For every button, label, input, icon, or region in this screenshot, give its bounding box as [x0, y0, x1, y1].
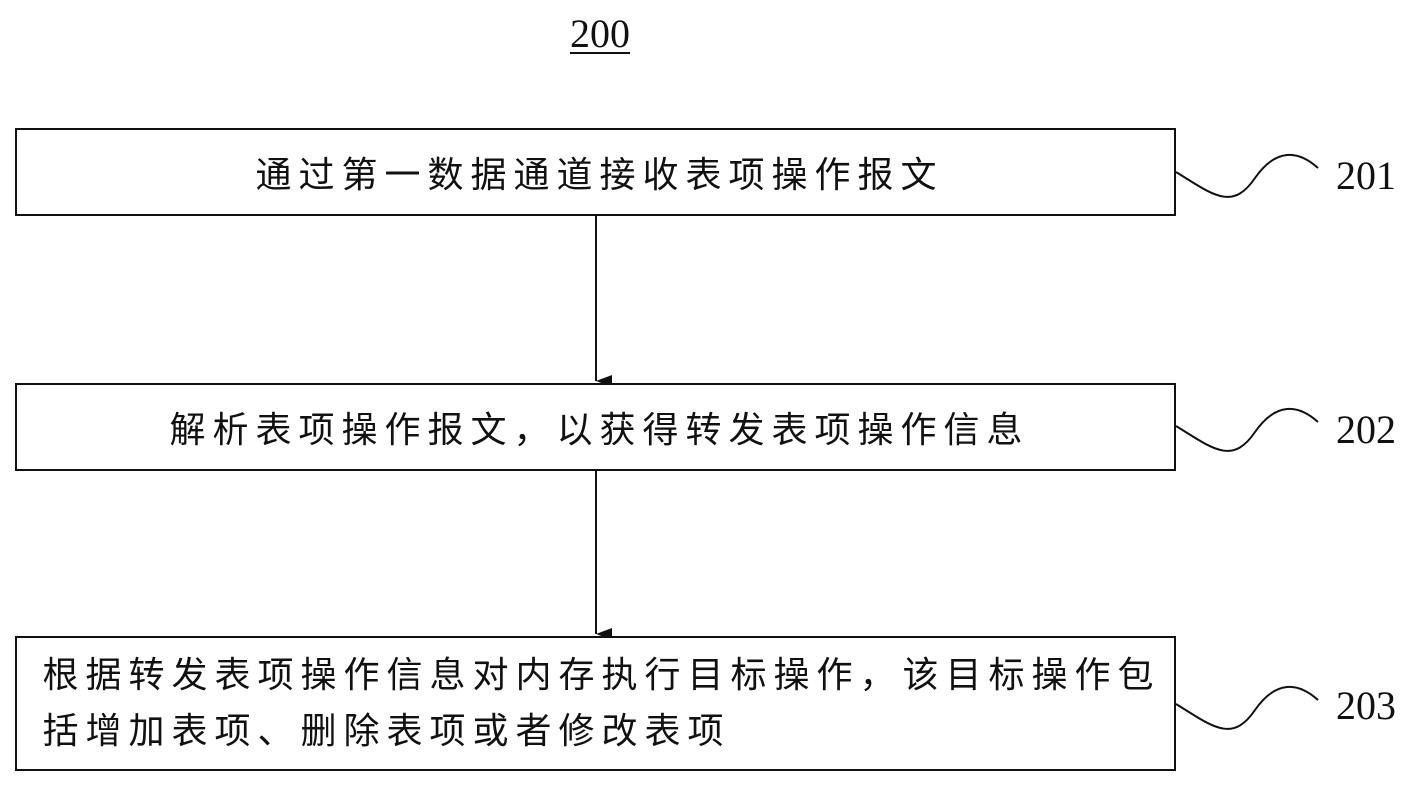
step-box-202: 解析表项操作报文，以获得转发表项操作信息 [15, 383, 1176, 471]
step-box-201: 通过第一数据通道接收表项操作报文 [15, 128, 1176, 216]
reference-label-202: 202 [1336, 406, 1426, 454]
reference-label-201: 201 [1336, 152, 1426, 200]
step-text-202: 解析表项操作报文，以获得转发表项操作信息 [161, 401, 1029, 453]
step-box-203: 根据转发表项操作信息对内存执行目标操作，该目标操作包括增加表项、删除表项或者修改… [15, 636, 1176, 771]
leader-line-201 [1176, 155, 1318, 197]
step-text-203: 根据转发表项操作信息对内存执行目标操作，该目标操作包括增加表项、删除表项或者修改… [29, 648, 1163, 760]
leader-line-203 [1176, 687, 1318, 729]
step-text-201: 通过第一数据通道接收表项操作报文 [247, 146, 943, 198]
reference-label-203: 203 [1336, 682, 1426, 730]
leader-line-202 [1176, 409, 1318, 451]
